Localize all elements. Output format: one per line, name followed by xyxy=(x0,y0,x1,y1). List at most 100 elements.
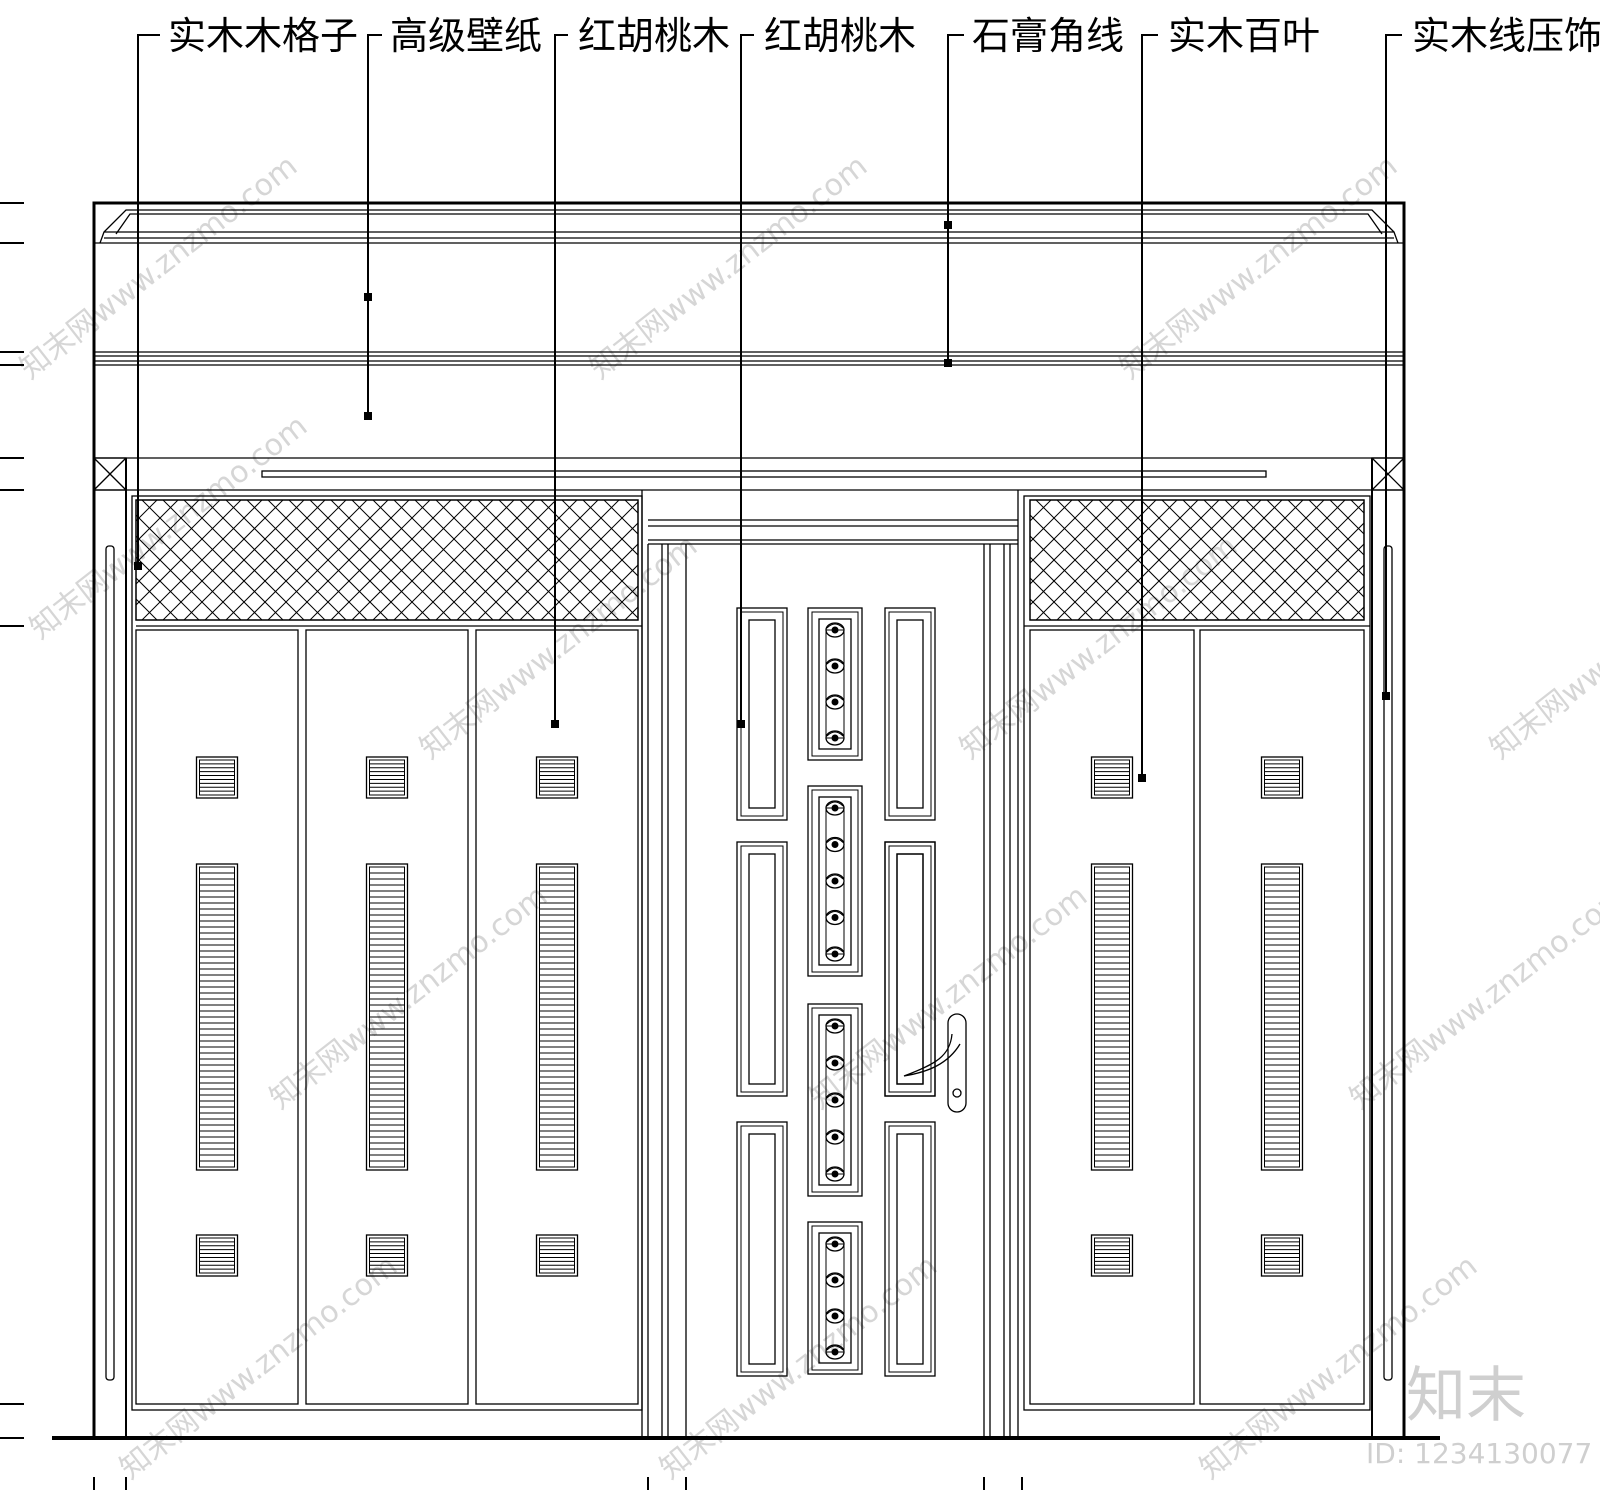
carved-inner xyxy=(818,618,852,750)
lattice-line xyxy=(1161,500,1283,620)
lattice-line xyxy=(1456,500,1576,620)
carving-ornament xyxy=(825,1129,845,1145)
carved-inner xyxy=(818,1014,852,1186)
lattice-line xyxy=(603,500,638,535)
lattice-line xyxy=(582,500,638,556)
door-handle-icon xyxy=(903,1013,967,1113)
carving-scroll xyxy=(826,695,844,701)
left-dimension-ticks xyxy=(0,202,24,1439)
lattice-line xyxy=(1266,522,1364,620)
wallpaper-band xyxy=(94,351,1404,491)
vent-louver xyxy=(535,1234,579,1277)
tall-louver xyxy=(195,863,239,1171)
callout-walnut-2: 红胡桃木 xyxy=(737,14,916,728)
carving-ornament xyxy=(825,730,845,746)
lattice-line xyxy=(1030,577,1073,620)
vent-frame xyxy=(1090,1234,1134,1277)
lattice-line xyxy=(225,500,347,620)
carving-scroll xyxy=(826,1093,844,1099)
lattice-line xyxy=(1030,500,1073,543)
panel-inner xyxy=(896,1133,924,1365)
panel-mid xyxy=(888,611,932,817)
lattice-line xyxy=(1035,500,1157,620)
carved-outer xyxy=(807,785,863,977)
louver-leaf xyxy=(1029,629,1195,1405)
carved-outer xyxy=(807,607,863,761)
carving-scroll xyxy=(826,623,844,629)
carving-ornament xyxy=(825,873,845,889)
lattice-line xyxy=(1030,500,1094,564)
main-door-panels xyxy=(736,607,936,1377)
lattice-line xyxy=(136,500,179,543)
lattice-line xyxy=(477,500,599,620)
callout-label: 实木线压饰 xyxy=(1412,14,1600,58)
lattice-line xyxy=(1456,500,1576,620)
panel-outer xyxy=(736,607,788,821)
watermark-text: 知末网www.znzmo.com xyxy=(1113,148,1404,386)
callout-label: 红胡桃木 xyxy=(578,14,730,58)
vent-inner xyxy=(1094,759,1130,796)
vent-inner xyxy=(539,1237,575,1274)
left-louver-panels xyxy=(135,629,639,1405)
carving-dot xyxy=(831,1022,839,1030)
lattice-line xyxy=(730,500,850,620)
vent-inner xyxy=(199,759,235,796)
panel-mid xyxy=(888,1125,932,1373)
vent-frame xyxy=(195,1234,239,1277)
carved-inner xyxy=(818,1232,852,1364)
lattice-line xyxy=(1435,500,1555,620)
outer-frame xyxy=(52,201,1440,1440)
panel-mid xyxy=(740,611,784,817)
carving-scroll xyxy=(826,731,844,737)
panel-outer xyxy=(884,1121,936,1377)
lattice-line xyxy=(1350,500,1364,514)
lattice-line xyxy=(162,500,284,620)
carving-scroll xyxy=(826,1309,844,1315)
watermark-layer: 知末网www.znzmo.com 知末网www.znzmo.com 知末网www.z… xyxy=(13,148,1600,1486)
vent-louver xyxy=(365,756,409,799)
carving-dot xyxy=(831,1240,839,1248)
callout-walnut-1: 红胡桃木 xyxy=(551,14,730,728)
carving-scroll xyxy=(826,1019,844,1025)
panel-mid xyxy=(740,1125,784,1373)
carving-ornament xyxy=(825,800,845,816)
vent-frame xyxy=(535,756,579,799)
lattice-line xyxy=(141,500,263,620)
lattice-line xyxy=(561,543,638,620)
lattice-line xyxy=(309,500,431,620)
lattice-line xyxy=(330,500,452,620)
lattice-line xyxy=(582,564,638,620)
lattice-line xyxy=(1098,500,1220,620)
lattice-line xyxy=(246,500,368,620)
callout-louver: 实木百叶 xyxy=(1138,14,1320,782)
louver-frame xyxy=(195,863,239,1171)
panel-outer xyxy=(884,841,936,1097)
right-louver-panels xyxy=(1029,629,1365,1405)
carved-outer xyxy=(807,1221,863,1375)
carving-scroll xyxy=(826,947,844,953)
carving-dot xyxy=(831,804,839,812)
callout-solid-wood-lattice: 实木木格子 xyxy=(134,14,358,570)
brand-watermark: 知末 xyxy=(1406,1361,1526,1431)
carving-ornament xyxy=(825,1055,845,1071)
panel-inner xyxy=(748,619,776,809)
carving-ornament xyxy=(825,1308,845,1324)
lattice-line xyxy=(136,577,179,620)
watermark-text: 知末网www.znzmo.com xyxy=(263,878,554,1116)
carving-scroll xyxy=(826,1167,844,1173)
carving-ornament xyxy=(825,1236,845,1252)
carving-dot xyxy=(831,662,839,670)
lattice-line xyxy=(1056,500,1178,620)
panel-inner xyxy=(748,853,776,1085)
lattice-line xyxy=(1030,500,1031,501)
watermark-text: 知末网www.znzmo.com xyxy=(13,148,304,386)
door-raised-panel xyxy=(736,607,788,821)
lattice-right xyxy=(1029,499,1365,621)
carved-mid xyxy=(811,611,859,757)
vent-inner xyxy=(1094,1237,1130,1274)
lattice-line xyxy=(414,500,536,620)
lattice-line xyxy=(1414,500,1534,620)
lattice-line xyxy=(372,500,494,620)
vent-frame xyxy=(1260,1234,1304,1277)
